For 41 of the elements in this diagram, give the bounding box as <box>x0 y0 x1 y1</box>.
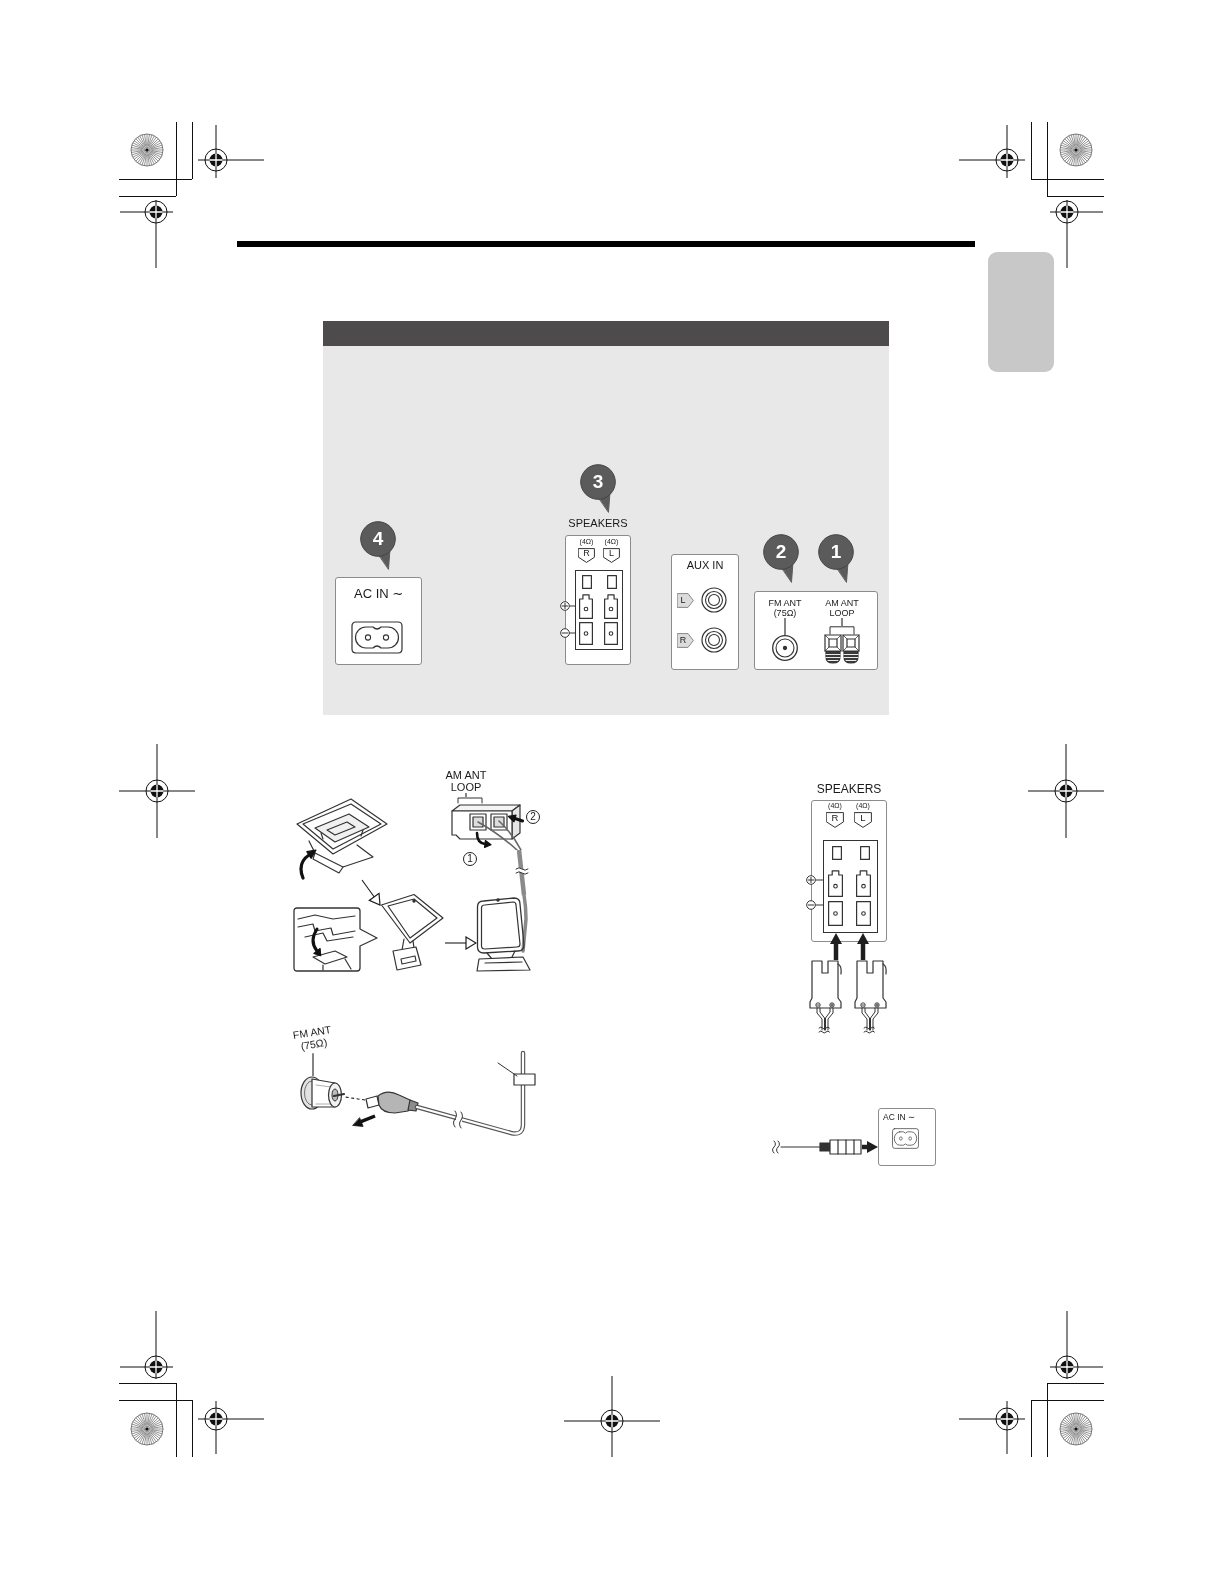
port-label: FM ANT (75Ω) <box>289 1023 337 1054</box>
channel-tag: R <box>578 548 595 563</box>
power-cord-drawing <box>772 1137 862 1157</box>
detail-inset-drawing <box>293 907 378 972</box>
panel-label: AC IN ∼ <box>883 1112 917 1123</box>
leader-line <box>312 1052 314 1077</box>
port-label: AM ANT LOOP <box>443 770 489 793</box>
arrow <box>857 933 869 960</box>
coaxial-jack-icon <box>772 635 798 661</box>
side-tab <box>988 252 1054 372</box>
panel-label: AC IN ∼ <box>354 586 405 601</box>
aux-input-panel <box>671 554 739 670</box>
arrow <box>830 933 842 960</box>
channel-tag: L <box>603 548 620 563</box>
arrow <box>862 1141 878 1153</box>
guide-line <box>344 1096 366 1101</box>
leader-line <box>784 617 786 636</box>
channel-tag: L <box>854 812 872 828</box>
terminal-block <box>823 840 878 933</box>
port-label: AM ANT LOOP <box>822 598 862 618</box>
antenna-terminal-panel <box>754 591 878 670</box>
loop-antenna-drawing <box>380 893 445 972</box>
panel-heading: SPEAKERS <box>815 782 883 797</box>
spring-terminal-icon <box>824 626 860 664</box>
antenna-terminal-drawing <box>450 797 524 850</box>
leader-line <box>465 792 467 798</box>
arrow <box>361 879 381 906</box>
cable <box>516 849 527 896</box>
arrow <box>444 936 477 950</box>
panel-heading: SPEAKERS <box>567 517 629 530</box>
leader-line <box>841 617 843 627</box>
channel-tag: R <box>677 633 694 648</box>
ac-inlet-panel <box>335 577 422 665</box>
channel-tag: L <box>677 593 694 608</box>
port-label: FM ANT (75Ω) <box>765 598 805 618</box>
ac-inlet-panel <box>878 1108 936 1166</box>
channel-tag: R <box>826 812 844 828</box>
panel-label: AUX IN <box>685 559 725 572</box>
antenna-socket-drawing <box>300 1076 345 1110</box>
loop-antenna-drawing <box>476 895 532 972</box>
speaker-plug-drawing <box>808 960 844 1036</box>
